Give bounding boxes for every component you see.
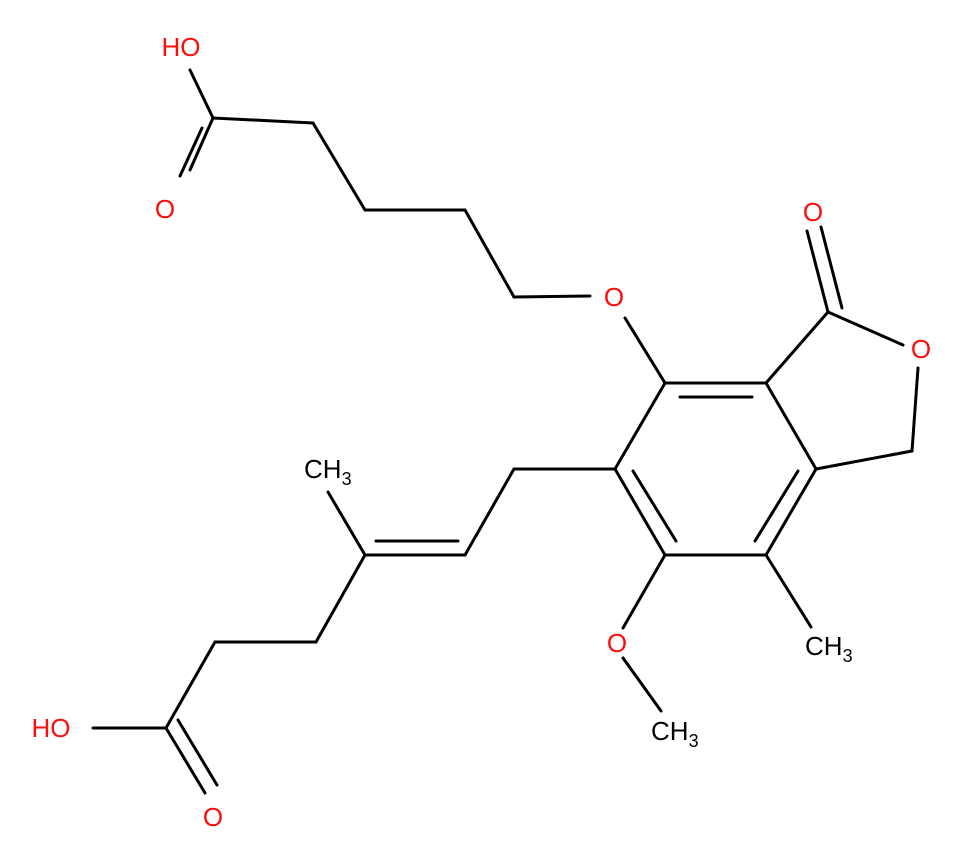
vinyl-methyl-label: CH3 — [304, 454, 352, 489]
bond — [621, 553, 667, 630]
bond — [164, 640, 217, 730]
bond — [613, 467, 667, 557]
bond-lines — [91, 68, 920, 795]
bond — [211, 116, 315, 125]
bond — [819, 225, 844, 310]
bond — [178, 126, 204, 178]
methoxy-methyl-label: CH3 — [651, 716, 699, 751]
bond — [623, 316, 667, 385]
bond — [764, 381, 818, 471]
bond — [512, 294, 592, 299]
bond — [188, 68, 215, 120]
atom-labels: HO O O O O CH3 CH3 O CH3 HO O — [32, 32, 932, 832]
bond — [764, 310, 830, 385]
bond — [826, 310, 905, 347]
bond — [311, 121, 367, 212]
bond — [188, 116, 215, 172]
bond — [814, 449, 914, 471]
bond — [805, 229, 830, 314]
bond — [164, 726, 207, 795]
bond — [753, 469, 800, 543]
bond — [463, 208, 516, 299]
bond — [176, 718, 219, 787]
bond — [314, 553, 367, 644]
bond — [326, 490, 367, 557]
bond — [631, 469, 678, 543]
bond — [613, 381, 667, 471]
hydroxyl-bottom-label: HO — [32, 713, 71, 743]
methoxy-oxygen-label: O — [607, 628, 627, 658]
bond — [764, 553, 813, 629]
bond — [910, 366, 920, 453]
bond — [621, 656, 663, 713]
ring-oxygen-label: O — [911, 334, 931, 364]
hydroxyl-top-label: HO — [162, 32, 201, 62]
lactone-carbonyl-oxygen-label: O — [803, 197, 823, 227]
aryl-methyl-label: CH3 — [805, 631, 853, 666]
bond — [764, 467, 818, 557]
carbonyl-oxygen-bottom-label: O — [203, 802, 223, 832]
bond — [463, 467, 516, 557]
ether-oxygen-label: O — [604, 282, 624, 312]
carbonyl-oxygen-top-label: O — [155, 194, 175, 224]
